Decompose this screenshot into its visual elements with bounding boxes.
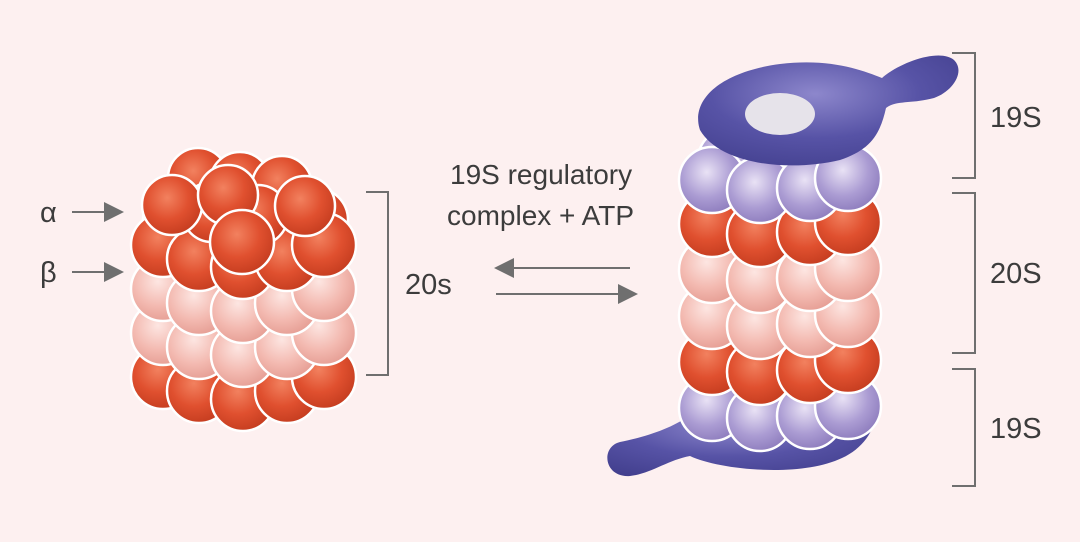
proteasome-26s: [607, 55, 959, 477]
bottom-19s-bracket: [952, 368, 976, 487]
reaction-text-line2: complex + ATP: [447, 200, 634, 231]
alpha-label-group: α: [40, 197, 124, 229]
top-regulatory-cap: [698, 55, 959, 166]
core-particle-20s: [129, 146, 358, 433]
beta-label-group: β: [40, 257, 124, 289]
top-19s-label: 19S: [990, 102, 1042, 134]
cap-opening: [745, 93, 815, 135]
reaction-text-line1: 19S regulatory: [450, 159, 632, 190]
bottom-19s-label: 19S: [990, 413, 1042, 445]
alpha-subunit: [273, 174, 337, 238]
core-20s-bracket: [952, 192, 976, 354]
alpha-subunit: [208, 208, 276, 276]
left-bracket: [366, 191, 389, 376]
core-20s-label: 20S: [990, 258, 1042, 290]
alpha-label: α: [40, 197, 57, 229]
beta-label: β: [40, 257, 57, 289]
top-19s-bracket: [952, 52, 976, 179]
left-bracket-label: 20s: [405, 269, 452, 301]
alpha-subunit: [140, 173, 204, 237]
